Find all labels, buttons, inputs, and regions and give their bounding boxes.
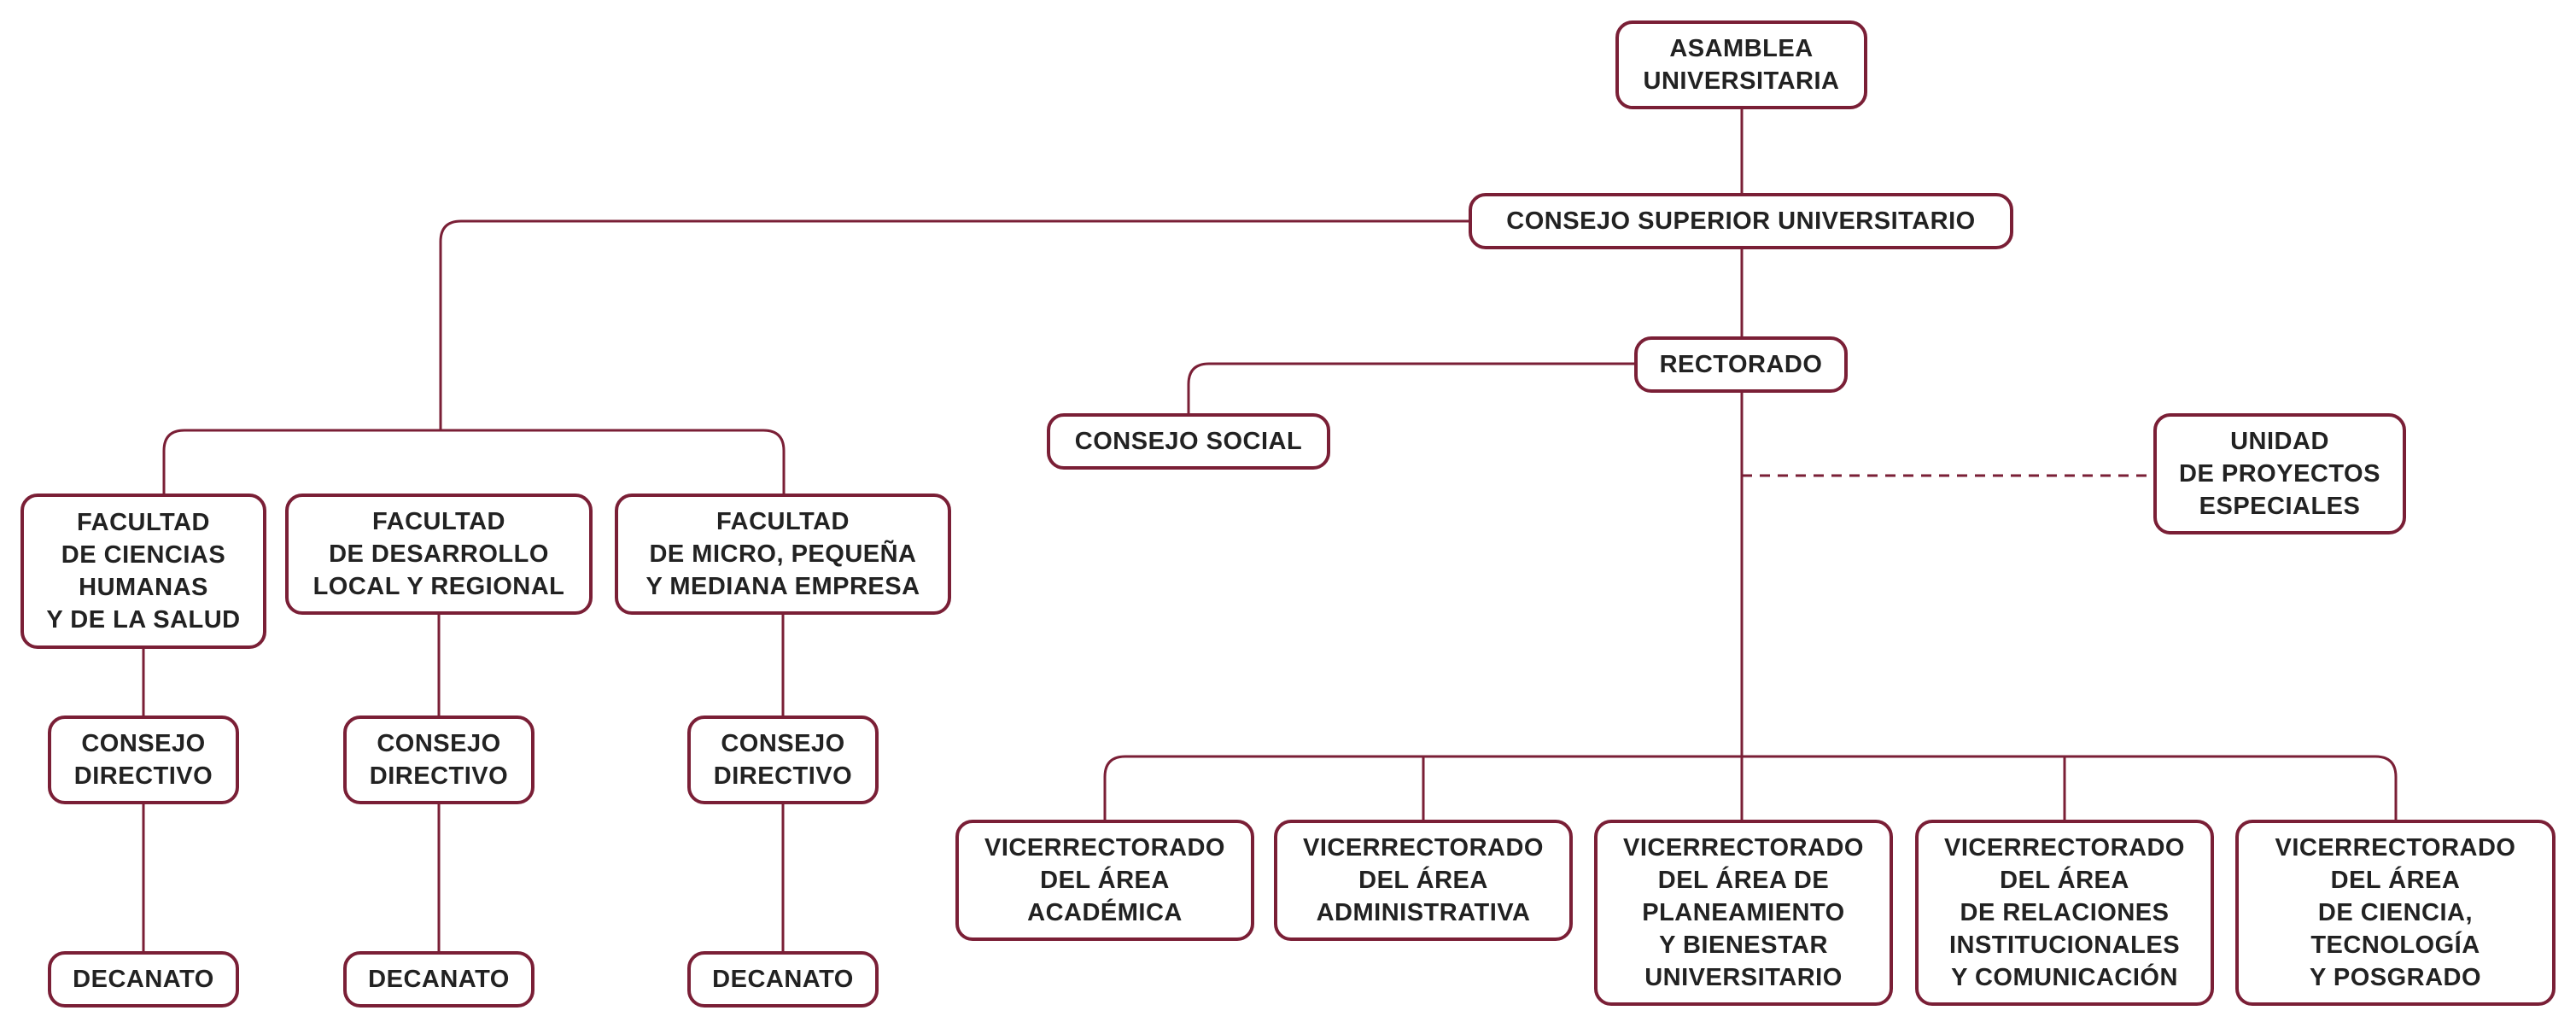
node-asamblea-universitaria: ASAMBLEA UNIVERSITARIA (1615, 20, 1867, 109)
node-consejo-directivo-3: CONSEJO DIRECTIVO (687, 716, 879, 804)
node-vicerrectorado-relaciones: VICERRECTORADO DEL ÁREA DE RELACIONES IN… (1915, 820, 2214, 1006)
node-decanato-3: DECANATO (687, 951, 879, 1008)
node-facultad-desarrollo-local: FACULTAD DE DESARROLLO LOCAL Y REGIONAL (285, 494, 593, 615)
line-facultades-bus (162, 429, 786, 494)
line-consejo-to-facultades (439, 219, 1469, 430)
line-rectorado-to-consejo-social (1187, 362, 1634, 413)
node-consejo-directivo-1: CONSEJO DIRECTIVO (48, 716, 239, 804)
node-decanato-2: DECANATO (343, 951, 534, 1008)
node-vicerrectorado-academica: VICERRECTORADO DEL ÁREA ACADÉMICA (955, 820, 1254, 941)
node-unidad-proyectos-especiales: UNIDAD DE PROYECTOS ESPECIALES (2153, 413, 2406, 534)
node-rectorado: RECTORADO (1634, 336, 1848, 393)
node-vicerrectorado-administrativa: VICERRECTORADO DEL ÁREA ADMINISTRATIVA (1274, 820, 1573, 941)
node-vicerrectorado-ciencia: VICERRECTORADO DEL ÁREA DE CIENCIA, TECN… (2235, 820, 2556, 1006)
node-decanato-1: DECANATO (48, 951, 239, 1008)
node-consejo-social: CONSEJO SOCIAL (1047, 413, 1330, 470)
node-vicerrectorado-planeamiento: VICERRECTORADO DEL ÁREA DE PLANEAMIENTO … (1594, 820, 1893, 1006)
node-consejo-superior-universitario: CONSEJO SUPERIOR UNIVERSITARIO (1469, 193, 2013, 249)
node-consejo-directivo-2: CONSEJO DIRECTIVO (343, 716, 534, 804)
node-facultad-micro-pequena: FACULTAD DE MICRO, PEQUEÑA Y MEDIANA EMP… (615, 494, 951, 615)
node-facultad-ciencias-humanas: FACULTAD DE CIENCIAS HUMANAS Y DE LA SAL… (20, 494, 266, 649)
line-vicerrectorados-bus (1103, 755, 2398, 820)
